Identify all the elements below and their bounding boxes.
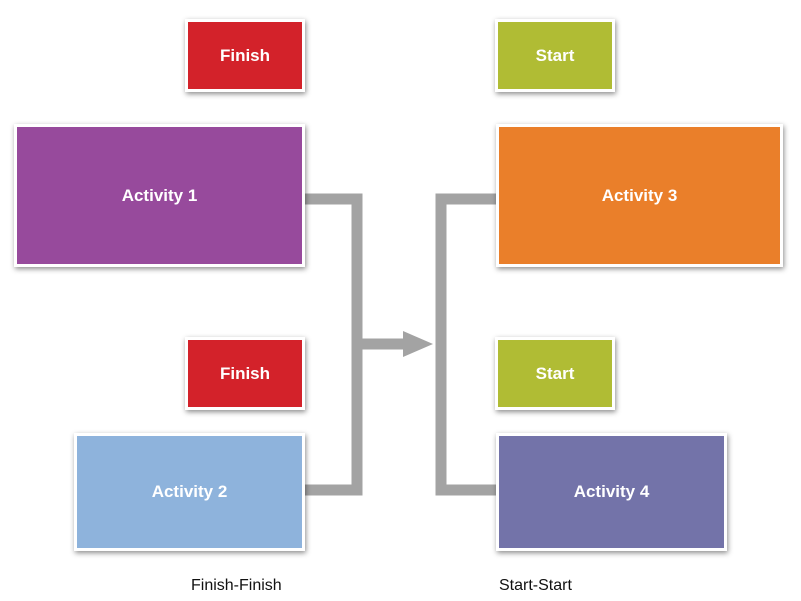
start-tag-label: Start xyxy=(535,363,575,383)
activity-4-box: Activity 4 xyxy=(496,433,727,551)
start-tag-activity-3: Start xyxy=(495,19,615,92)
activity-4-label: Activity 4 xyxy=(573,482,650,501)
start-tag-activity-4: Start xyxy=(495,337,615,410)
finish-finish-bracket xyxy=(305,193,363,496)
activity-2-label: Activity 2 xyxy=(151,482,228,501)
start-start-caption: Start-Start xyxy=(499,577,572,594)
activity-3-box: Activity 3 xyxy=(496,124,783,267)
activity-3-label: Activity 3 xyxy=(601,185,678,205)
finish-tag-label: Finish xyxy=(219,45,271,65)
activity-1-label: Activity 1 xyxy=(121,185,198,205)
arrow-head-icon xyxy=(403,331,433,357)
finish-tag-activity-1: Finish xyxy=(185,19,305,92)
activity-1-box: Activity 1 xyxy=(14,124,305,267)
finish-tag-label: Finish xyxy=(219,363,271,383)
finish-tag-activity-2: Finish xyxy=(185,337,305,410)
finish-finish-caption: Finish-Finish xyxy=(191,577,282,594)
start-tag-label: Start xyxy=(535,45,575,65)
activity-2-box: Activity 2 xyxy=(74,433,305,551)
start-start-bracket xyxy=(435,193,496,496)
